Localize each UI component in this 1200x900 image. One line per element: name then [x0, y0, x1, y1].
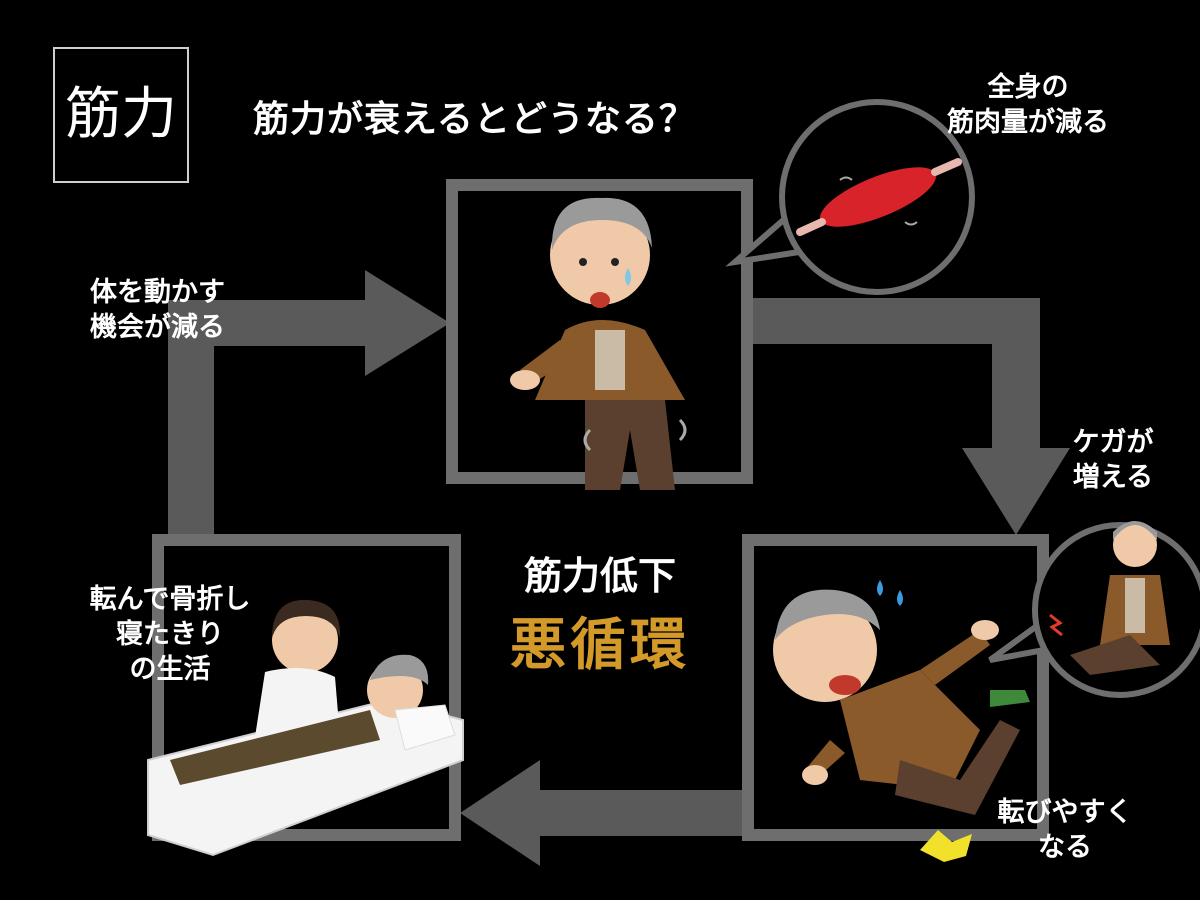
caregiver-bedridden-icon — [147, 599, 464, 857]
frame-left — [152, 534, 461, 841]
arrow-left-horizontal — [168, 300, 368, 346]
center-emphasis: 悪循環 — [510, 613, 690, 678]
title-badge: 筋力 — [53, 47, 189, 183]
label-fall: 転びやすく なる — [975, 795, 1155, 865]
elderly-man-weak-icon — [510, 197, 687, 490]
label-bedridden-line3: の生活 — [129, 654, 211, 685]
label-bedridden-line1: 転んで骨折し — [89, 584, 251, 615]
label-injury-line2: 増える — [1072, 462, 1154, 493]
center-heading: 筋力低下 — [523, 554, 676, 598]
arrow-bottom-horizontal — [535, 790, 750, 836]
knee-bubble — [988, 521, 1200, 698]
arrow-right-vertical — [992, 298, 1040, 448]
arrow-bottom-head — [460, 760, 540, 866]
label-bedridden-line2: 寝たきり — [116, 619, 224, 650]
arrow-left-head — [365, 270, 450, 376]
muscle-bubble — [725, 99, 975, 295]
elderly-man-falling-icon — [773, 580, 1030, 862]
label-bedridden: 転んで骨折し 寝たきり の生活 — [70, 582, 270, 687]
label-fall-line2: なる — [1038, 832, 1092, 863]
question-heading: 筋力が衰えるとどうなる？ — [253, 99, 696, 140]
muscle-icon — [796, 158, 962, 236]
arrows — [168, 270, 1070, 866]
label-move: 体を動かす 機会が減る — [90, 275, 260, 345]
frame-right — [742, 534, 1049, 841]
label-fall-line1: 転びやすく — [997, 797, 1133, 828]
label-muscle-line1: 全身の — [987, 72, 1069, 103]
arrow-right-head — [962, 448, 1070, 535]
label-move-line1: 体を動かす — [90, 277, 225, 308]
label-injury-line1: ケガが — [1072, 427, 1154, 458]
elderly-man-knee-pain-icon — [1049, 521, 1170, 675]
label-injury: ケガが 増える — [1058, 425, 1168, 495]
label-muscle: 全身の 筋肉量が減る — [928, 70, 1128, 140]
arrow-right-horizontal — [750, 298, 1040, 344]
label-muscle-line2: 筋肉量が減る — [947, 107, 1109, 138]
label-move-line2: 機会が減る — [90, 312, 225, 343]
